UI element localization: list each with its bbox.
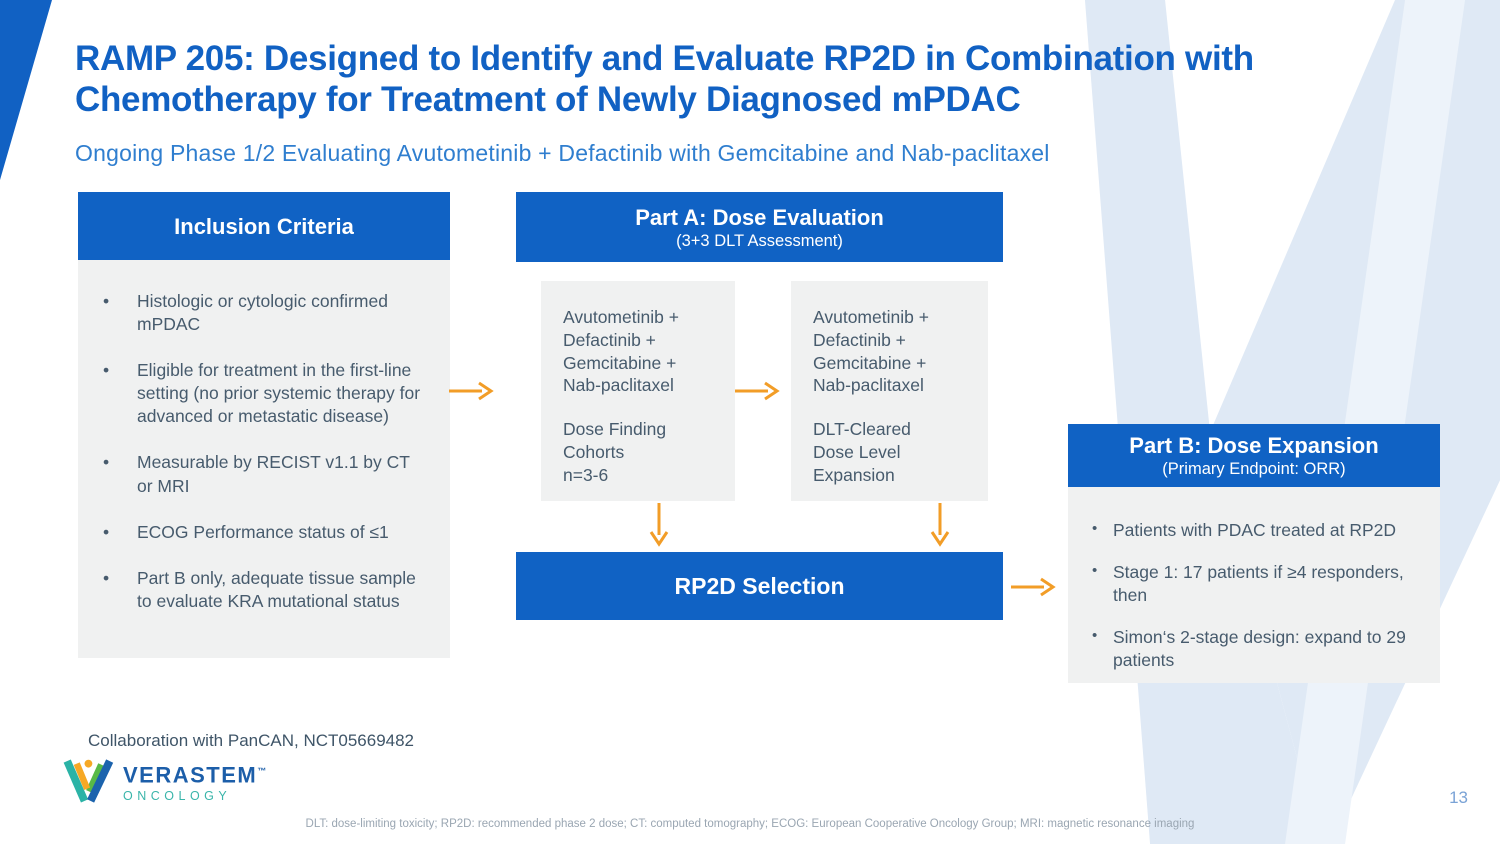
list-item: Measurable by RECIST v1.1 by CT or MRI <box>103 451 430 497</box>
logo-trademark: ™ <box>257 766 268 776</box>
list-item: Patients with PDAC treated at RP2D <box>1092 519 1426 542</box>
part-a-header: Part A: Dose Evaluation (3+3 DLT Assessm… <box>516 192 1003 262</box>
part-b-subtitle: (Primary Endpoint: ORR) <box>1162 460 1346 478</box>
arrow-right-icon <box>735 381 780 401</box>
list-item: Histologic or cytologic confirmed mPDAC <box>103 290 430 336</box>
regimen-text: Avutometinib + Defactinib + Gemcitabine … <box>813 307 929 396</box>
list-item: Simon‘s 2-stage design: expand to 29 pat… <box>1092 626 1426 672</box>
part-b-list: Patients with PDAC treated at RP2D Stage… <box>1068 487 1440 672</box>
rp2d-selection-label: RP2D Selection <box>674 572 845 599</box>
rp2d-selection-bar: RP2D Selection <box>516 552 1003 620</box>
part-b-title: Part B: Dose Expansion <box>1129 433 1379 458</box>
list-item: ECOG Performance status of ≤1 <box>103 521 430 544</box>
abbreviations-footnote: DLT: dose-limiting toxicity; RP2D: recom… <box>305 818 1195 830</box>
list-item: Part B only, adequate tissue sample to e… <box>103 567 430 613</box>
collaboration-note: Collaboration with PanCAN, NCT05669482 <box>88 731 415 750</box>
verastem-logo-text: VERASTEM™ ONCOLOGY <box>123 757 268 804</box>
corner-accent-wedge <box>0 0 52 180</box>
dlt-cleared-text: DLT-Cleared Dose Level Expansion <box>813 419 911 485</box>
part-a-title: Part A: Dose Evaluation <box>635 204 884 230</box>
arrow-down-icon <box>930 503 950 547</box>
inclusion-criteria-header: Inclusion Criteria <box>78 192 450 260</box>
regimen-text: Avutometinib + Defactinib + Gemcitabine … <box>563 307 679 396</box>
verastem-logo: VERASTEM™ ONCOLOGY <box>62 757 268 805</box>
inclusion-criteria-box: Histologic or cytologic confirmed mPDAC … <box>78 260 450 658</box>
arrow-down-icon <box>649 503 669 547</box>
logo-brand-name: VERASTEM™ <box>123 760 268 786</box>
part-a-subtitle: (3+3 DLT Assessment) <box>676 231 843 250</box>
page-title-line1: RAMP 205: Designed to Identify and Evalu… <box>75 39 1254 78</box>
list-item: Eligible for treatment in the first-line… <box>103 359 430 428</box>
page-number: 13 <box>1449 788 1468 807</box>
page-title-line2: Chemotherapy for Treatment of Newly Diag… <box>75 80 1021 119</box>
dose-expansion-level-box: Avutometinib + Defactinib + Gemcitabine … <box>791 281 988 501</box>
page-subtitle: Ongoing Phase 1/2 Evaluating Avutometini… <box>75 140 1050 166</box>
arrow-right-icon <box>1011 577 1056 597</box>
page-title: RAMP 205: Designed to Identify and Evalu… <box>75 38 1435 120</box>
cohort-text: Dose Finding Cohorts n=3-6 <box>563 419 667 485</box>
inclusion-criteria-title: Inclusion Criteria <box>174 213 354 239</box>
dose-finding-box: Avutometinib + Defactinib + Gemcitabine … <box>541 281 735 501</box>
logo-division-label: ONCOLOGY <box>123 789 232 804</box>
verastem-v-icon <box>63 759 114 803</box>
part-b-header: Part B: Dose Expansion (Primary Endpoint… <box>1068 424 1440 487</box>
logo-brand-label: VERASTEM <box>123 762 258 788</box>
list-item: Stage 1: 17 patients if ≥4 responders, t… <box>1092 561 1426 607</box>
part-b-box: Patients with PDAC treated at RP2D Stage… <box>1068 487 1440 683</box>
inclusion-criteria-list: Histologic or cytologic confirmed mPDAC … <box>78 260 450 613</box>
arrow-right-icon <box>449 381 494 401</box>
